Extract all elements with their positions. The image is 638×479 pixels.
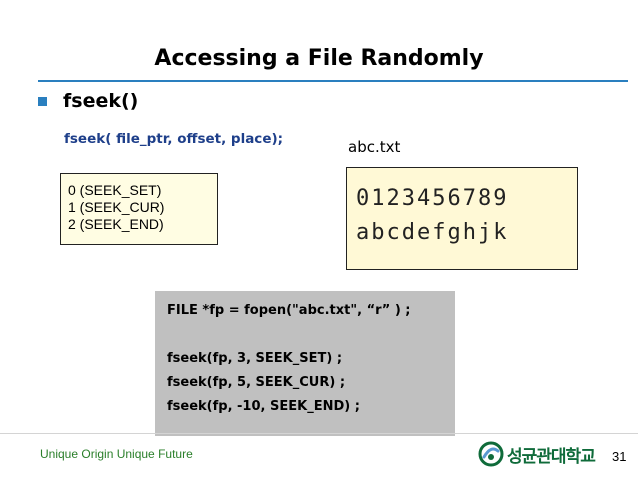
bullet-label: fseek() — [63, 90, 139, 112]
code-line — [167, 323, 455, 347]
footer-divider — [0, 433, 638, 434]
slide-title: Accessing a File Randomly — [154, 46, 484, 71]
bullet-item: fseek() — [38, 90, 138, 112]
seek-constant: 2 (SEEK_END) — [68, 216, 164, 232]
seek-constant: 1 (SEEK_CUR) — [68, 199, 165, 215]
file-content-line: abcdefghjk — [356, 220, 509, 245]
fseek-signature: fseek( file_ptr, offset, place); — [64, 131, 284, 147]
seek-constants-box: 0 (SEEK_SET) 1 (SEEK_CUR) 2 (SEEK_END) — [60, 173, 218, 245]
footer-tagline: Unique Origin Unique Future — [40, 447, 193, 461]
skku-emblem-icon — [478, 441, 504, 467]
code-block: FILE *fp = fopen("abc.txt", “r” ) ; fsee… — [155, 291, 455, 436]
page-number: 31 — [612, 449, 627, 464]
code-line: fseek(fp, 3, SEEK_SET) ; — [167, 351, 343, 366]
title-underline — [38, 80, 628, 82]
code-line: fseek(fp, -10, SEEK_END) ; — [167, 399, 360, 414]
university-name: 성균관대학교 — [507, 446, 596, 467]
code-line: fseek(fp, 5, SEEK_CUR) ; — [167, 375, 346, 390]
file-contents-box: 0123456789 abcdefghjk — [346, 167, 578, 270]
seek-constant: 0 (SEEK_SET) — [68, 182, 162, 198]
university-logo: 성균관대학교 — [478, 441, 596, 467]
file-content-line: 0123456789 — [356, 186, 509, 211]
file-name-label: abc.txt — [348, 138, 401, 156]
square-bullet-icon — [38, 96, 47, 106]
code-line: FILE *fp = fopen("abc.txt", “r” ) ; — [167, 303, 411, 318]
